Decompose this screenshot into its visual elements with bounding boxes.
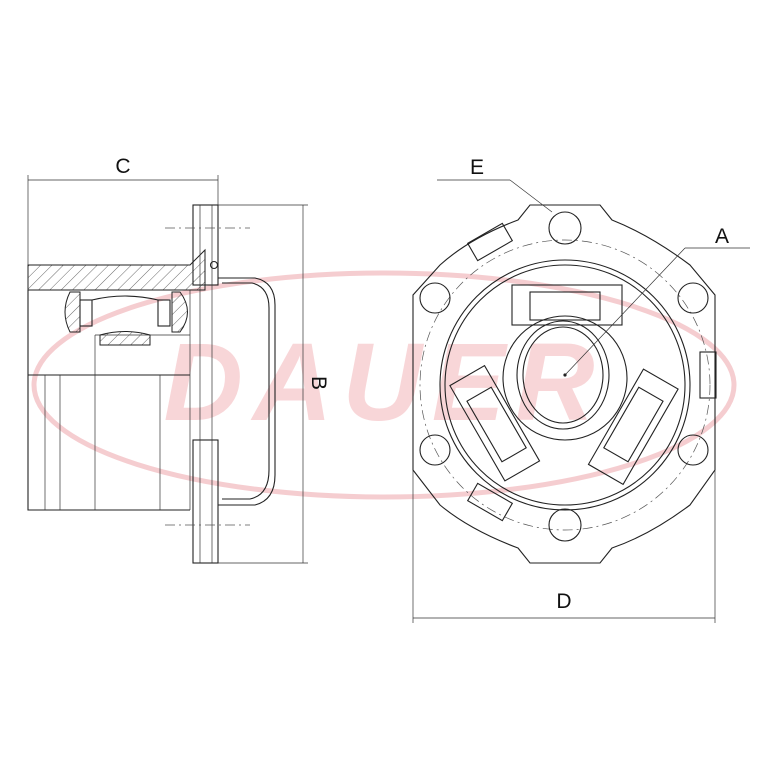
label-a: A [715, 225, 729, 248]
side-view [27, 204, 276, 564]
dimension-c: C [27, 155, 219, 265]
front-view [412, 204, 717, 564]
label-e: E [470, 156, 484, 179]
dimension-label-d: D [556, 590, 571, 613]
dimension-label-c: C [115, 155, 130, 178]
leader-a: A [563, 225, 750, 377]
dimension-b: B [218, 204, 330, 564]
leader-e: E [437, 156, 553, 213]
dimension-d: D [412, 470, 716, 623]
watermark-text: DAUER [163, 321, 604, 444]
watermark: DAUER [31, 270, 737, 500]
dimension-label-b: B [307, 376, 330, 390]
